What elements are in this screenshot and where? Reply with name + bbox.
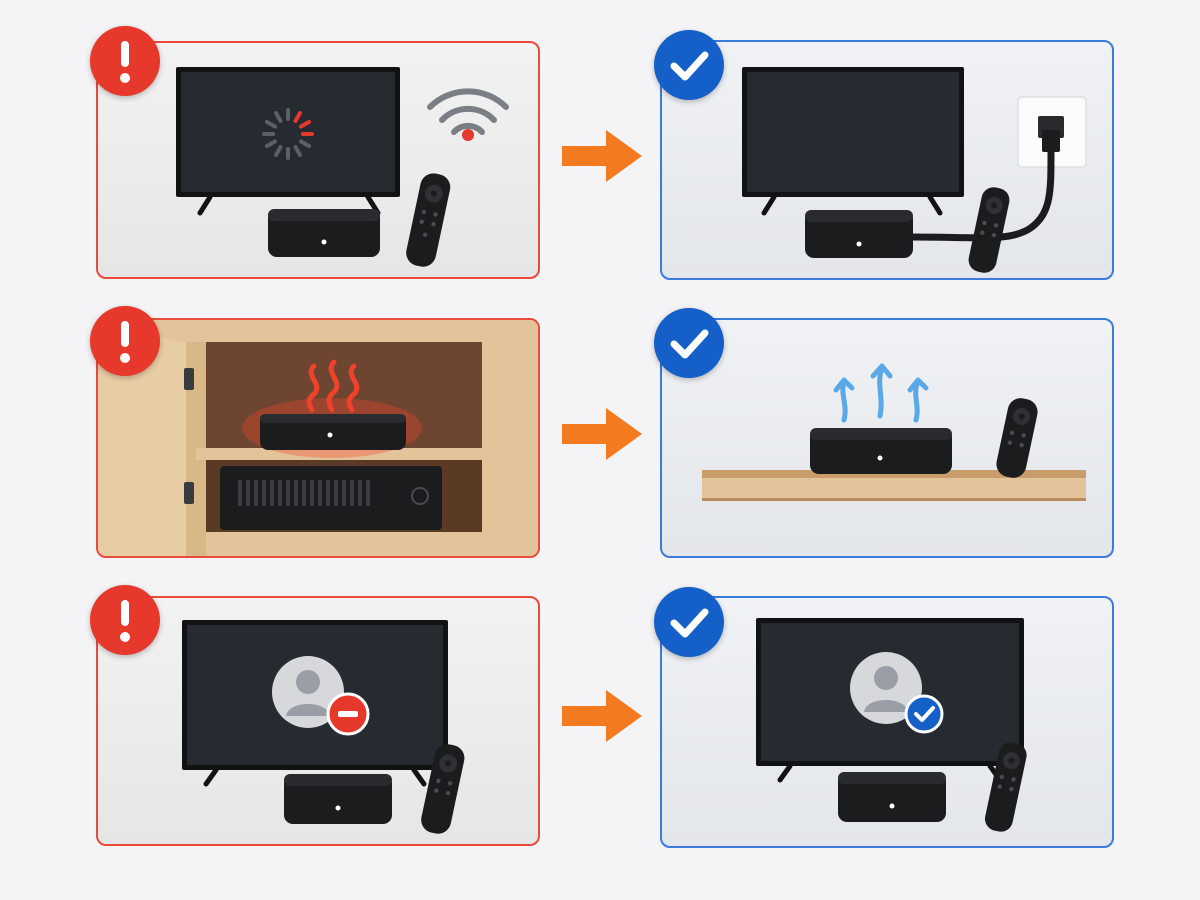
shelf-scene: [702, 363, 1086, 501]
shelf-icon: [702, 470, 1086, 501]
row2-alert-icon: [90, 306, 160, 376]
row3-solution-panel: [660, 596, 1114, 848]
remote: [421, 744, 465, 834]
row1-check-icon: [654, 30, 724, 100]
row2-check-icon: [654, 308, 724, 378]
streaming-box: [805, 210, 913, 258]
row3-problem-panel: [96, 596, 540, 846]
remote: [996, 398, 1038, 478]
streaming-box: [810, 428, 952, 474]
streaming-box: [268, 209, 380, 257]
wall-port-icon: [1017, 96, 1087, 168]
streaming-box: [838, 772, 946, 822]
minus-badge-icon: [326, 692, 370, 736]
row3-check-icon: [654, 587, 724, 657]
buffering-scene: [176, 67, 509, 267]
user-avatar-icon: [850, 652, 922, 724]
row2-problem-panel: [96, 318, 540, 558]
wired-scene: [742, 67, 1087, 273]
row2-arrow-icon: [560, 402, 646, 470]
row3-alert-icon: [90, 585, 160, 655]
user-avatar-icon: [272, 656, 344, 728]
row1-problem-panel: [96, 41, 540, 279]
streaming-box: [260, 414, 406, 450]
check-badge-icon: [904, 694, 944, 734]
row1-arrow-icon: [560, 124, 646, 192]
heat-waves-icon: [306, 359, 360, 413]
streaming-box: [284, 774, 392, 824]
tv: [176, 67, 400, 216]
row1-alert-icon: [90, 26, 160, 96]
receiver: [220, 466, 442, 530]
account-verified-scene: [756, 618, 1027, 832]
row2-solution-panel: [660, 318, 1114, 558]
cabinet-scene: [98, 320, 538, 556]
weak-wifi-icon: [427, 88, 509, 141]
loading-spinner-icon: [262, 108, 314, 160]
remote: [968, 187, 1010, 273]
airflow-arrows-icon: [833, 363, 929, 423]
account-blocked-scene: [182, 620, 465, 834]
tv: [742, 67, 964, 216]
remote: [984, 742, 1027, 832]
row1-solution-panel: [660, 40, 1114, 280]
ethernet-cable-icon: [908, 148, 1055, 242]
tv: [182, 620, 448, 787]
row3-arrow-icon: [560, 684, 646, 752]
remote: [406, 173, 451, 267]
